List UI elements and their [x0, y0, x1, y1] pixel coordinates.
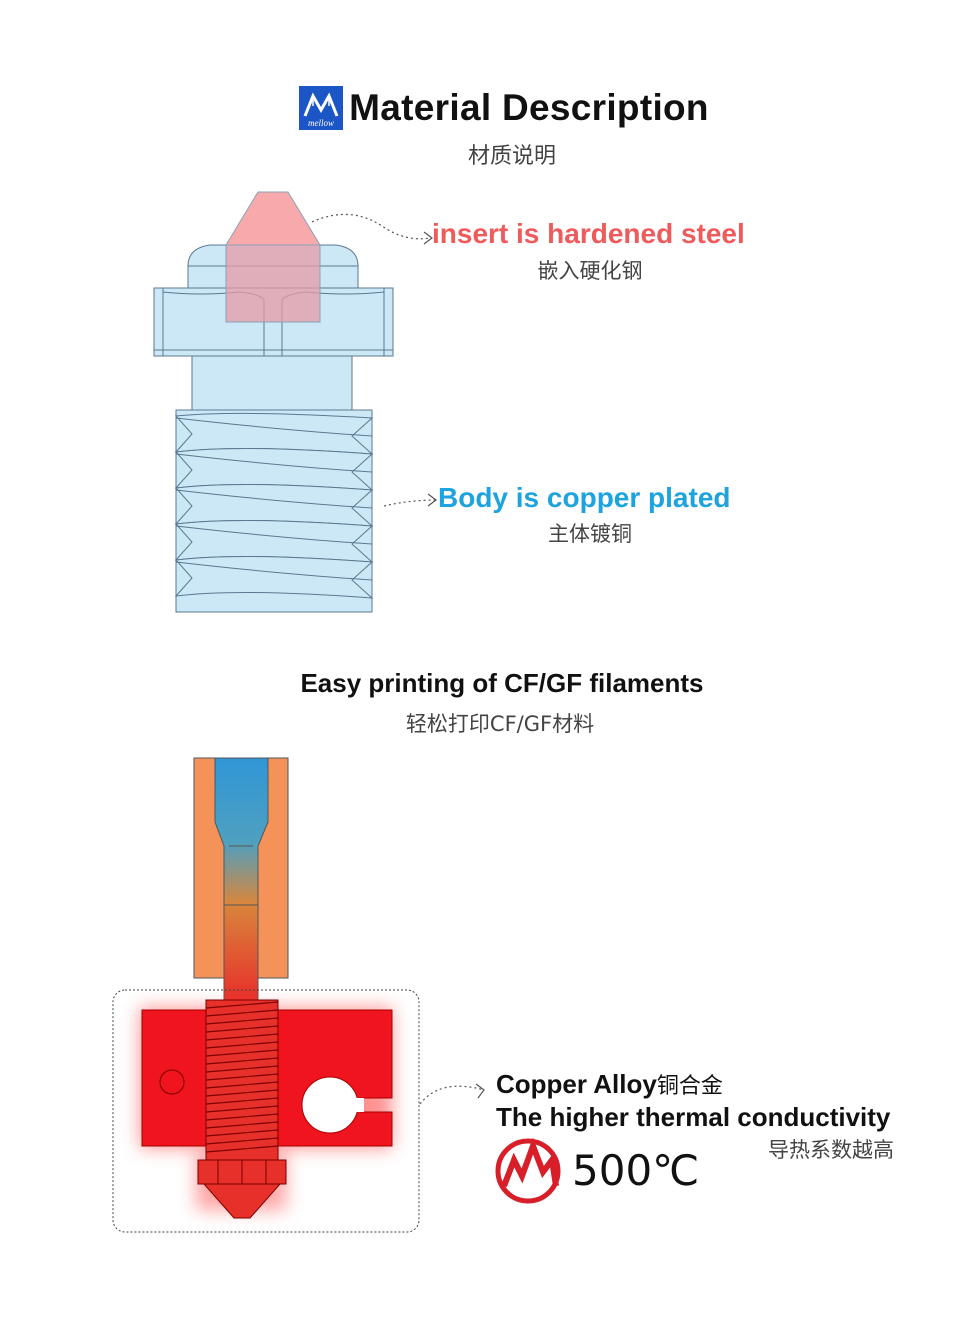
- dotted-arrow-icon: [311, 213, 431, 240]
- flame-temperature-icon: [495, 1137, 561, 1204]
- alloy-label: Copper Alloy: [496, 1069, 657, 1099]
- temperature-value: 500℃: [572, 1146, 700, 1195]
- nozzle-thread-red: [205, 999, 279, 1161]
- heater-frame: [112, 989, 420, 1233]
- header: mellow Material Description: [0, 86, 960, 130]
- heater-section-title: Easy printing of CF/GF filaments: [300, 668, 704, 698]
- insert-label-cn: 嵌入硬化钢: [537, 259, 643, 283]
- alloy-label-cn: 铜合金: [656, 1074, 723, 1099]
- conductivity-label: The higher thermal conductivity: [496, 1102, 891, 1132]
- nozzle-tip-red: [202, 1183, 282, 1219]
- body-label-cn: 主体镀铜: [548, 522, 632, 546]
- mellow-logo-icon: mellow: [299, 86, 344, 130]
- conductivity-label-cn: 导热系数越高: [768, 1138, 894, 1162]
- dotted-arrow-icon: [419, 1085, 485, 1105]
- thermistor-hole: [159, 1069, 185, 1095]
- logo-text: mellow: [308, 118, 334, 128]
- insert-label: insert is hardened steel: [432, 218, 745, 249]
- nozzle-neck: [191, 355, 353, 411]
- heater-section-title-cn: 轻松打印CF/GF材料: [405, 712, 595, 736]
- dotted-arrow-icon: [383, 499, 437, 507]
- body-label: Body is copper plated: [438, 482, 731, 513]
- page-subtitle-cn: 材质说明: [467, 144, 556, 169]
- nozzle-insert-core: [225, 244, 321, 323]
- page-title: Material Description: [349, 87, 709, 128]
- alloy-label-row: Copper Alloy铜合金: [496, 1068, 723, 1100]
